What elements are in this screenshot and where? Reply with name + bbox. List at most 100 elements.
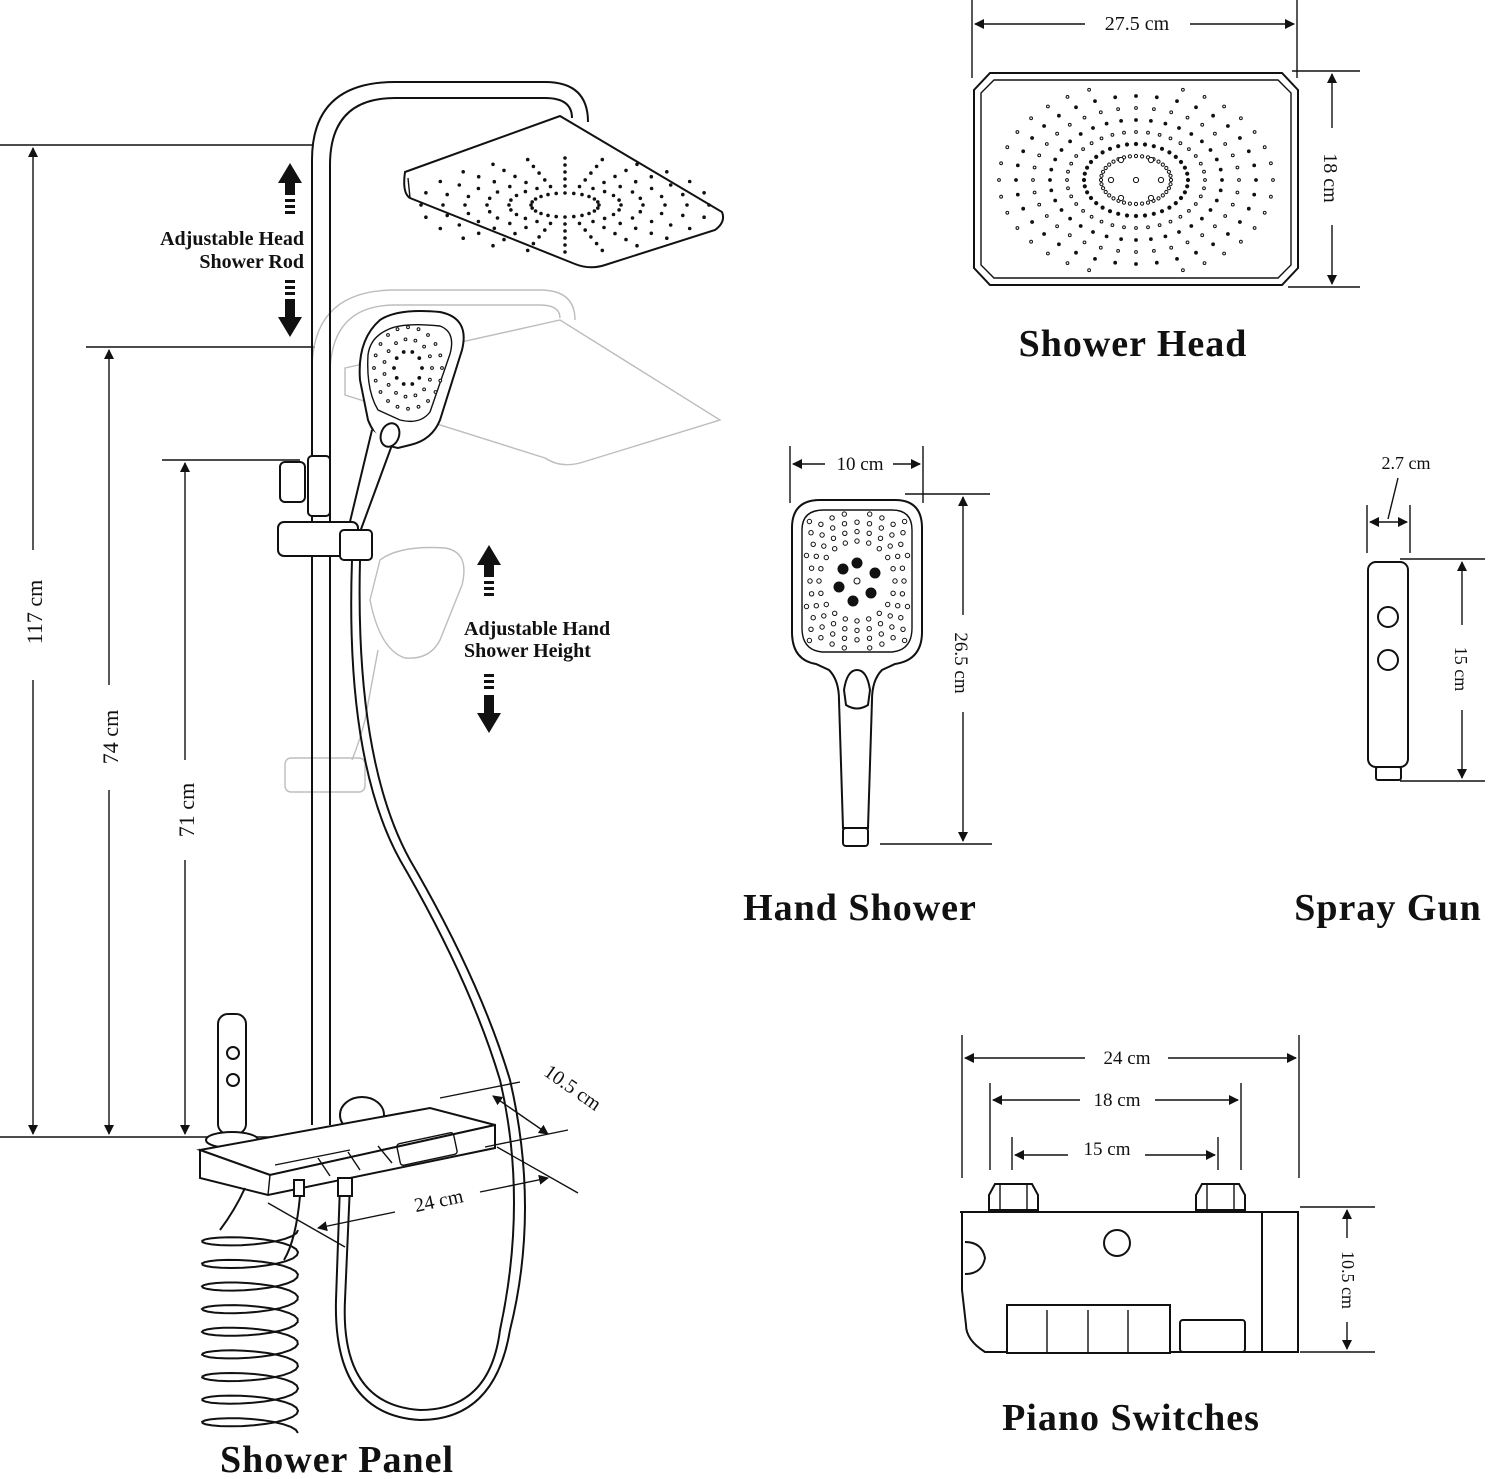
nozzle-dot	[537, 171, 541, 175]
dim-switch-outer-label: 18 cm	[1094, 1090, 1141, 1111]
nozzle-dot	[594, 164, 599, 169]
nozzle-dot	[1046, 104, 1050, 109]
nozzle-dot	[866, 616, 872, 622]
nozzle-dot	[1117, 194, 1125, 202]
nozzle-dot	[596, 206, 600, 210]
nozzle-dot	[866, 635, 873, 641]
nozzle-dot	[1226, 232, 1230, 236]
nozzle-dot	[818, 590, 824, 596]
nozzle-dot	[1031, 178, 1035, 182]
nozzle-dot	[854, 519, 860, 525]
nozzle-dot	[687, 226, 692, 231]
nozzle-dot	[829, 641, 835, 647]
nozzle-dot	[649, 231, 654, 236]
hand-shower-view: 10 cm 26.5 cm Hand Shower	[743, 446, 992, 929]
nozzle-dot	[1098, 177, 1104, 183]
nozzle-dot	[830, 631, 836, 637]
nozzle-dot	[419, 203, 423, 207]
nozzle-dot	[1198, 161, 1203, 166]
nozzle-dot	[403, 337, 408, 342]
panel-hand-shower	[346, 310, 465, 534]
nozzle-dot	[1213, 131, 1217, 136]
nozzle-dot	[1087, 268, 1091, 273]
nozzle-dot	[394, 391, 398, 395]
nozzle-dot	[889, 532, 895, 538]
dim-117-label: 117 cm	[22, 580, 47, 645]
nozzle-dot	[899, 565, 906, 571]
nozzle-dot	[577, 184, 582, 189]
nozzle-dot	[1015, 226, 1020, 230]
nozzle-dot	[1059, 208, 1064, 212]
nozzle-dot	[813, 603, 819, 609]
nozzle-dot	[583, 178, 588, 182]
caption-hand-shower: Hand Shower	[743, 887, 977, 929]
nozzle-dot	[1189, 224, 1194, 228]
nozzle-dot	[525, 248, 530, 253]
nozzle-dot	[1015, 192, 1020, 197]
nozzle-dot	[810, 541, 816, 547]
nozzle-dot	[563, 229, 567, 233]
nozzle-dot	[495, 190, 500, 194]
nozzle-dot	[1169, 110, 1174, 115]
nozzle-dot	[1119, 237, 1123, 242]
nozzle-dot	[1116, 211, 1121, 216]
nozzle-dot	[1021, 149, 1026, 154]
nozzle-dot	[487, 196, 492, 201]
nozzle-dot	[1203, 178, 1207, 182]
nozzle-dot	[1117, 156, 1125, 164]
nozzle-dot	[1042, 124, 1046, 128]
nozzle-dot	[681, 192, 685, 197]
nozzle-dot	[659, 211, 664, 216]
nozzle-dot	[1107, 209, 1113, 214]
nozzle-dot	[877, 621, 884, 627]
nozzle-dot	[1055, 224, 1059, 229]
nozzle-dot	[624, 168, 628, 173]
hand-height-label-1: Adjustable Hand	[464, 618, 610, 640]
nozzle-dot	[1222, 251, 1226, 256]
nozzle-dot	[1168, 136, 1173, 141]
nozzle-dot	[1152, 249, 1156, 253]
nozzle-dot	[1107, 176, 1115, 184]
dim-switch-inner-label: 15 cm	[1084, 1139, 1131, 1160]
nozzle-dot	[1211, 113, 1215, 118]
nozzle-dot	[563, 250, 567, 254]
nozzle-dot	[426, 399, 430, 403]
nozzle-dot	[508, 184, 512, 189]
nozzle-dot	[1094, 154, 1099, 159]
nozzle-dot	[1134, 238, 1138, 242]
nozzle-dot	[1111, 159, 1116, 164]
nozzle-dot	[413, 338, 418, 343]
nozzle-dot	[554, 214, 559, 219]
nozzle-dot	[529, 203, 533, 207]
nozzle-dot	[1116, 144, 1121, 149]
nozzle-dot	[1238, 136, 1242, 140]
panel-hand-nozzles	[372, 325, 444, 411]
nozzle-dot	[1030, 136, 1034, 140]
nozzle-dot	[492, 179, 497, 184]
nozzle-dot	[1230, 202, 1235, 207]
nozzle-dot	[373, 353, 378, 358]
nozzle-dot	[1101, 186, 1106, 191]
nozzle-dot	[1160, 193, 1165, 198]
nozzle-dot	[1133, 213, 1139, 219]
nozzle-dot	[1015, 163, 1020, 168]
nozzle-dot	[1198, 194, 1203, 199]
nozzle-dot	[597, 203, 601, 207]
nozzle-dot	[1238, 220, 1242, 224]
nozzle-dot	[687, 179, 692, 184]
nozzle-dot	[1142, 142, 1148, 147]
nozzle-dot	[1202, 95, 1207, 99]
nozzle-dot	[866, 626, 872, 632]
nozzle-dot	[386, 333, 390, 337]
nozzle-dot	[476, 231, 481, 236]
nozzle-dot	[1178, 159, 1184, 165]
nozzle-dot	[513, 174, 517, 179]
nozzle-dot	[392, 366, 396, 370]
nozzle-dot	[523, 216, 528, 221]
nozzle-dot	[537, 235, 541, 239]
nozzle-dot	[563, 156, 567, 160]
nozzle-dot	[543, 178, 547, 182]
nozzle-dot	[1134, 262, 1138, 266]
nozzle-dot	[1214, 157, 1219, 162]
nozzle-dot	[395, 404, 400, 409]
